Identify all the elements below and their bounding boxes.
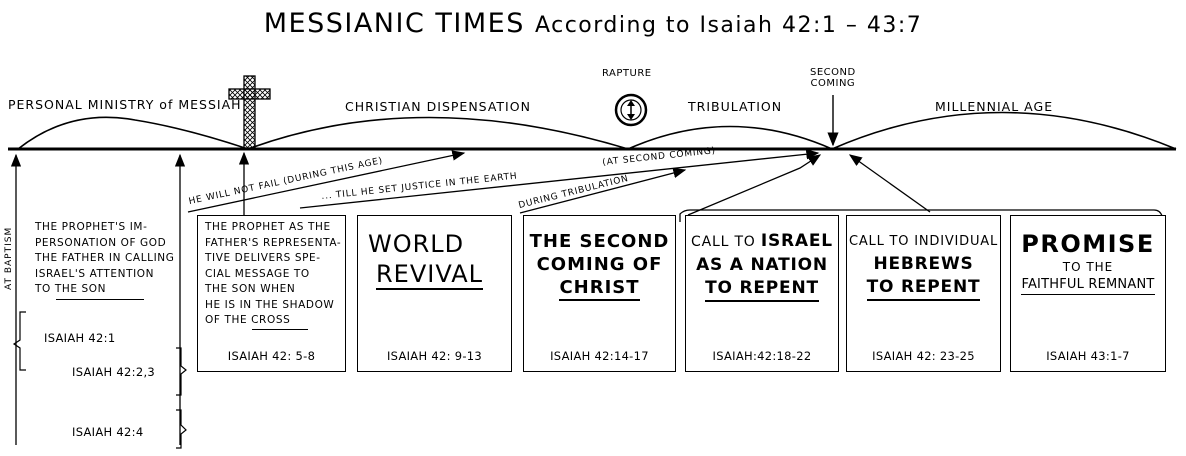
arc-tribulation <box>627 125 833 150</box>
ref-isaiah-42-5-8: ISAIAH 42: 5-8 <box>227 349 316 363</box>
box5-line3: TO REPENT <box>705 277 819 302</box>
arc-millennial <box>831 111 1177 150</box>
box6-line3: TO REPENT <box>866 276 981 301</box>
box1-line: THE FATHER IN CALLING <box>35 252 175 264</box>
box2-line: TIVE DELIVERS SPE- <box>205 252 321 264</box>
box7-line3: FAITHFUL REMNANT <box>1021 276 1155 295</box>
box-second-coming: THE SECOND COMING OF CHRIST ISAIAH 42:14… <box>523 215 676 372</box>
will-not-fail-arrow <box>187 150 466 213</box>
box5-text: CALL TO ISRAEL AS A NATION TO REPENT <box>686 230 838 302</box>
box4-line2: COMING OF <box>536 254 663 275</box>
arc-christian-dispensation <box>247 116 629 150</box>
box3-line1: WORLD <box>368 230 465 258</box>
brace-3 <box>176 409 187 449</box>
box1-underline <box>56 299 144 300</box>
box2-line: OF THE CROSS <box>205 314 291 326</box>
box2-line: THE SON WHEN <box>205 283 296 295</box>
box4-line3: CHRIST <box>559 276 640 301</box>
box1-line: TO THE SON <box>35 283 107 295</box>
box-call-individual-hebrews: CALL TO INDIVIDUAL HEBREWS TO REPENT ISA… <box>846 215 1001 372</box>
second-coming-line2: COMING <box>810 78 856 89</box>
box1-line: PERSONATION OF GOD <box>35 236 167 249</box>
box2-line: CIAL MESSAGE TO <box>205 267 310 280</box>
brace-1 <box>12 311 26 371</box>
box2-line: THE PROPHET AS THE <box>205 221 331 233</box>
box6-line2: HEBREWS <box>873 254 974 274</box>
box-world-revival: WORLD REVIVAL ISAIAH 42: 9-13 <box>357 215 512 372</box>
box-call-israel-nation: CALL TO ISRAEL AS A NATION TO REPENT ISA… <box>685 215 839 372</box>
bracket-top <box>679 209 1163 222</box>
box5-line2: AS A NATION <box>696 255 828 275</box>
box5-line1a: CALL TO <box>691 234 761 250</box>
box7-text: PROMISE TO THE FAITHFUL REMNANT <box>1011 230 1165 295</box>
arc-personal-ministry-1 <box>17 116 249 150</box>
era-second-coming: SECOND COMING <box>810 67 856 89</box>
ref-isaiah-42-2-3: ISAIAH 42:2,3 <box>72 365 156 379</box>
during-tribulation-arrow <box>519 167 687 214</box>
box5-line1-wrap: CALL TO ISRAEL <box>686 230 838 254</box>
box4-text: THE SECOND COMING OF CHRIST <box>524 230 675 301</box>
ref-isaiah-42-4: ISAIAH 42:4 <box>72 425 144 439</box>
ref-isaiah-42-23-25: ISAIAH 42: 23-25 <box>872 349 975 363</box>
era-rapture: RAPTURE <box>602 68 652 79</box>
title-sub: According to Isaiah 42:1 – 43:7 <box>534 13 923 38</box>
era-christian-dispensation: CHRISTIAN DISPENSATION <box>345 99 531 114</box>
box2-text: THE PROPHET AS THE FATHER'S REPRESENTA- … <box>205 220 345 329</box>
title-main: MESSIANIC TIMES <box>263 8 525 39</box>
ref-isaiah-43-1-7: ISAIAH 43:1-7 <box>1046 349 1130 363</box>
till-justice-arrow <box>299 149 820 209</box>
ref-isaiah-42-14-17: ISAIAH 42:14-17 <box>550 349 649 363</box>
box2-line: HE IS IN THE SHADOW <box>205 298 335 311</box>
box1-line: THE PROPHET'S IM- <box>35 221 148 233</box>
box6-text: CALL TO INDIVIDUAL HEBREWS TO REPENT <box>847 230 1000 301</box>
era-tribulation: TRIBULATION <box>688 99 783 114</box>
box-prophet-representative: THE PROPHET AS THE FATHER'S REPRESENTA- … <box>197 215 346 372</box>
diagram-title: MESSIANIC TIMES According to Isaiah 42:1… <box>0 8 1186 39</box>
box2-line: FATHER'S REPRESENTA- <box>205 236 342 249</box>
box4-line1: THE SECOND <box>529 231 670 252</box>
box1-line: ISRAEL'S ATTENTION <box>35 267 155 280</box>
rapture-emblem-icon <box>614 93 648 127</box>
box-prophet-impersonation: THE PROPHET'S IM- PERSONATION OF GOD THE… <box>26 210 176 450</box>
cross-icon <box>228 75 271 149</box>
note-at-baptism: AT BAPTISM <box>4 226 14 290</box>
box7-line2: TO THE <box>1062 260 1114 274</box>
box6-line1: CALL TO INDIVIDUAL <box>848 234 999 249</box>
brace-2 <box>176 347 187 396</box>
ref-isaiah-42-9-13: ISAIAH 42: 9-13 <box>386 349 483 363</box>
box6-arrow <box>848 154 931 213</box>
era-millennial: MILLENNIAL AGE <box>935 99 1054 114</box>
era-personal-ministry: PERSONAL MINISTRY of MESSIAH <box>8 97 242 112</box>
box5-line1b: ISRAEL <box>760 231 833 251</box>
ref-isaiah-42-18-22: ISAIAH:42:18-22 <box>712 349 812 363</box>
box1-text: THE PROPHET'S IM- PERSONATION OF GOD THE… <box>35 220 175 298</box>
box2-underline <box>252 329 308 330</box>
box7-line1: PROMISE <box>1021 230 1155 258</box>
box3-line2-wrap: REVIVAL <box>376 260 484 290</box>
box-promise-remnant: PROMISE TO THE FAITHFUL REMNANT ISAIAH 4… <box>1010 215 1166 372</box>
second-coming-line1: SECOND <box>810 67 856 78</box>
box5-arrow <box>687 154 822 216</box>
ref-isaiah-42-1: ISAIAH 42:1 <box>44 331 116 345</box>
box3-line2: REVIVAL <box>376 260 484 290</box>
